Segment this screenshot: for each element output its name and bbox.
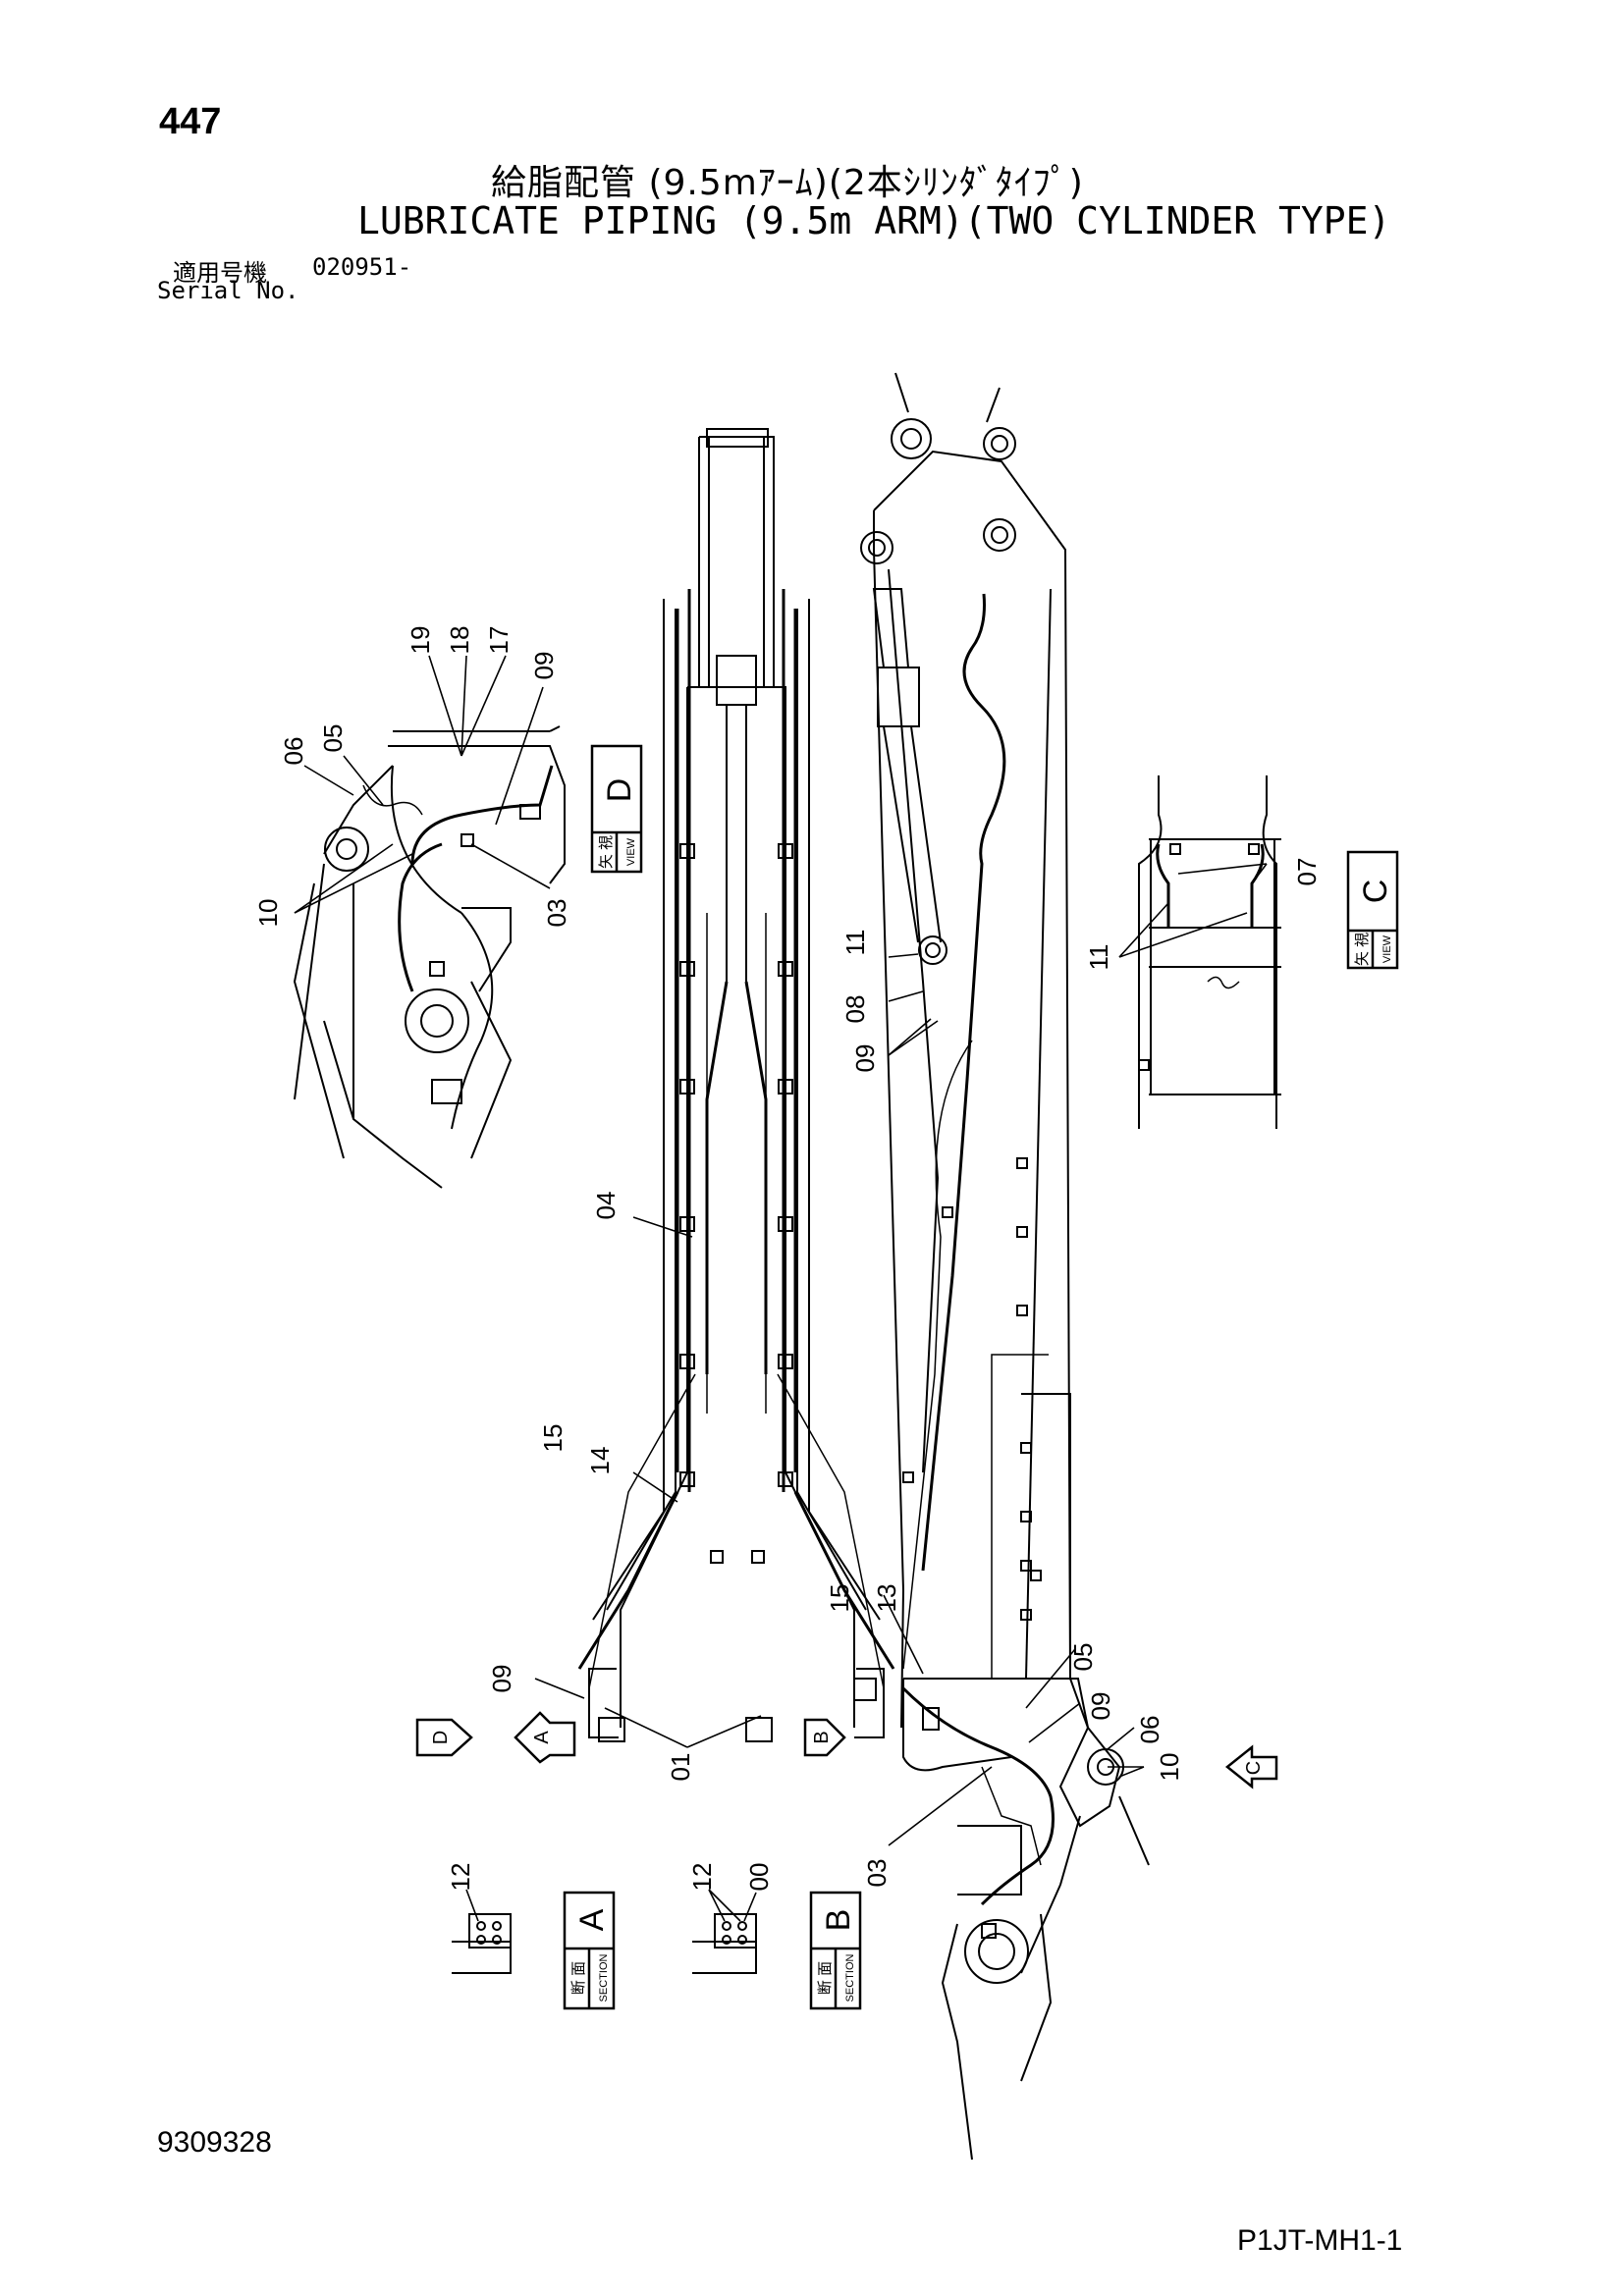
page-number: 447 bbox=[159, 101, 222, 142]
callout-14: 14 bbox=[585, 1447, 615, 1475]
callout-01: 01 bbox=[666, 1753, 695, 1782]
callout-07: 07 bbox=[1292, 858, 1322, 886]
callout-19: 19 bbox=[406, 626, 435, 655]
center-arm-structure bbox=[577, 428, 895, 1742]
arrow-a-icon bbox=[514, 1711, 576, 1764]
callout-05-view-d: 05 bbox=[318, 724, 348, 753]
callout-06-view-d: 06 bbox=[279, 737, 308, 766]
callout-17: 17 bbox=[484, 626, 514, 655]
callout-06-side: 06 bbox=[1135, 1716, 1164, 1744]
leader-lines bbox=[294, 655, 1268, 1922]
view-c-letter: C bbox=[1357, 880, 1394, 904]
arrow-a-letter: A bbox=[531, 1731, 553, 1744]
serial-label-japanese: 適用号機 bbox=[173, 259, 267, 287]
section-a-label-jp: 断 面 bbox=[570, 1961, 587, 1995]
callout-09-side-lower: 09 bbox=[1086, 1692, 1115, 1721]
section-a-label-en: SECTION bbox=[598, 1954, 610, 2002]
page-title: LUBRICATE PIPING (9.5m ARM)(TWO CYLINDER… bbox=[357, 199, 1391, 242]
callout-11-side: 11 bbox=[840, 930, 870, 956]
callout-15-side: 15 bbox=[825, 1584, 854, 1613]
view-d-label-en: VIEW bbox=[625, 837, 637, 866]
callout-18: 18 bbox=[445, 626, 474, 655]
view-arrows bbox=[415, 1711, 1278, 1789]
callout-03-side: 03 bbox=[862, 1859, 892, 1888]
side-arm-structure bbox=[860, 372, 1150, 2161]
view-c-detail bbox=[1138, 775, 1281, 1129]
section-a-letter: A bbox=[573, 1908, 611, 1931]
page-code: P1JT-MH1-1 bbox=[1237, 2224, 1403, 2257]
section-a-plate bbox=[452, 1913, 512, 1974]
callout-00: 00 bbox=[744, 1863, 774, 1892]
section-b-label-jp: 断 面 bbox=[817, 1961, 834, 1995]
serial-number: 020951- bbox=[312, 253, 412, 281]
callout-10-view-d: 10 bbox=[253, 899, 283, 928]
serial-label: Serial No. bbox=[157, 277, 299, 304]
callout-10-side: 10 bbox=[1155, 1753, 1184, 1782]
callout-09-view-d: 09 bbox=[529, 652, 559, 680]
callout-03-view-d: 03 bbox=[542, 899, 571, 928]
callout-12-section-b: 12 bbox=[687, 1863, 717, 1892]
arrow-b-letter: B bbox=[811, 1731, 833, 1743]
arrow-d-icon bbox=[415, 1718, 473, 1757]
document-number: 9309328 bbox=[157, 2126, 272, 2159]
callout-09-center: 09 bbox=[487, 1665, 516, 1693]
callout-05-side: 05 bbox=[1068, 1643, 1098, 1672]
view-boxes bbox=[563, 744, 1399, 2010]
arrow-d-letter: D bbox=[430, 1731, 452, 1744]
arrow-c-icon bbox=[1224, 1744, 1278, 1789]
view-d-label-jp: 矢 視 bbox=[598, 835, 615, 869]
part-callouts: 19 18 17 09 06 05 10 03 04 15 14 09 01 1… bbox=[253, 626, 1322, 1892]
page-title-japanese: 給脂配管 (9.5mｱｰﾑ)(2本ｼﾘﾝﾀﾞﾀｲﾌﾟ) bbox=[491, 163, 1084, 203]
callout-15-center: 15 bbox=[538, 1424, 568, 1453]
callout-04: 04 bbox=[591, 1192, 621, 1220]
callout-13: 13 bbox=[872, 1584, 901, 1613]
view-c-label-jp: 矢 視 bbox=[1354, 933, 1371, 966]
section-b-letter: B bbox=[820, 1909, 857, 1932]
callout-12-section-a: 12 bbox=[446, 1863, 475, 1892]
section-b-label-en: SECTION bbox=[844, 1954, 856, 2002]
arrow-b-icon bbox=[803, 1718, 846, 1757]
view-d-letter: D bbox=[601, 778, 638, 803]
view-box-labels: D 矢 視 VIEW C 矢 視 VIEW A 断 面 SECTION B 断 … bbox=[430, 778, 1394, 2002]
section-b-plate bbox=[692, 1913, 757, 1974]
view-d-detail bbox=[293, 725, 566, 1189]
view-c-label-en: VIEW bbox=[1381, 934, 1393, 963]
callout-11-view-c: 11 bbox=[1084, 944, 1113, 971]
arrow-c-letter: C bbox=[1243, 1761, 1265, 1775]
callout-09-side-upper: 09 bbox=[850, 1044, 880, 1073]
callout-08: 08 bbox=[840, 995, 870, 1024]
